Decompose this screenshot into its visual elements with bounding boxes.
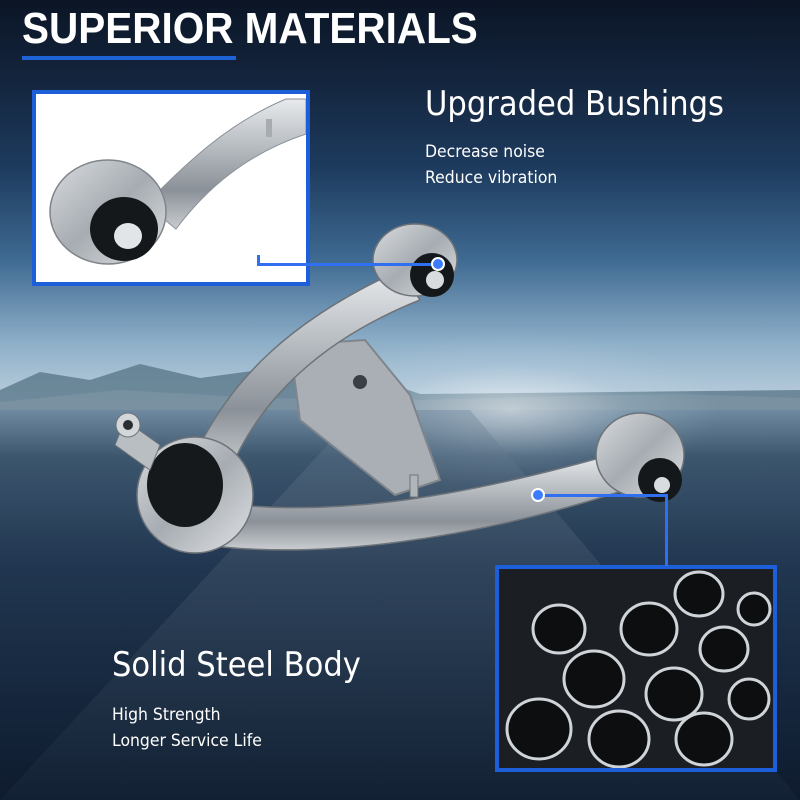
feature-points-steel-body: High Strength Longer Service Life xyxy=(112,702,262,754)
bushing-callout-dot xyxy=(431,257,445,271)
steel-tubes-inset xyxy=(495,565,777,772)
title-underline xyxy=(22,56,236,60)
feature-points-bushings: Decrease noise Reduce vibration xyxy=(425,139,557,191)
feature-heading-steel-body: Solid Steel Body xyxy=(112,645,361,685)
bushing-callout-line xyxy=(257,263,437,266)
steel-tubes-image xyxy=(499,569,773,768)
bushing-callout-line-vertical xyxy=(257,255,260,265)
feature-point: Reduce vibration xyxy=(425,168,558,188)
feature-point: Longer Service Life xyxy=(112,731,262,751)
bushing-closeup-inset xyxy=(32,90,310,286)
feature-heading-bushings: Upgraded Bushings xyxy=(425,84,724,124)
feature-point: High Strength xyxy=(112,705,221,725)
feature-point: Decrease noise xyxy=(425,142,545,162)
bushing-closeup-image xyxy=(36,94,306,282)
body-callout-line xyxy=(540,494,668,497)
page-title: SUPERIOR MATERIALS xyxy=(22,4,478,53)
body-callout-line-vertical xyxy=(665,494,668,566)
body-callout-dot xyxy=(531,488,545,502)
